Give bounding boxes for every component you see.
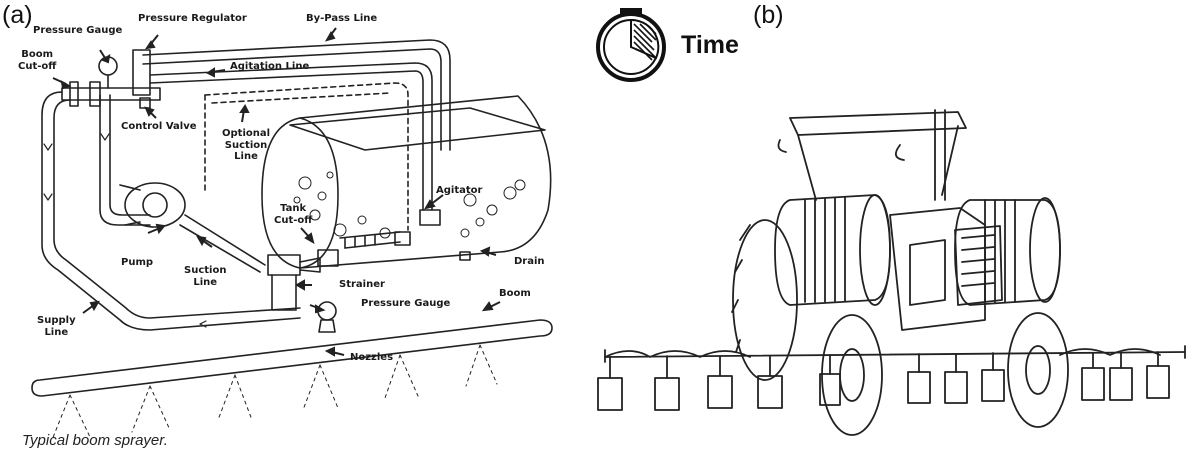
label-nozzles: Nozzles — [350, 352, 394, 363]
nozzles-spray — [51, 344, 498, 441]
label-arrows — [52, 27, 501, 357]
front-wheel-right — [1007, 312, 1069, 428]
panel-a-boom-sprayer-diagram: (a) Pressure Gauge Pressure Regulator By… — [0, 0, 590, 457]
agitation-bubbles — [293, 171, 526, 239]
label-suction-line: Suction Line — [184, 265, 227, 288]
strainer — [267, 254, 321, 311]
pump-line — [99, 94, 266, 273]
bypass-line — [142, 39, 451, 151]
tractor-hood — [889, 207, 1003, 331]
label-pressure-gauge-top: Pressure Gauge — [33, 25, 123, 36]
agitation-line — [149, 62, 441, 226]
label-supply-line: Supply Line — [37, 315, 76, 338]
label-agitation-line: Agitation Line — [230, 61, 310, 72]
tractor-illustration — [596, 8, 1186, 436]
exhaust-pipe — [934, 109, 946, 201]
label-strainer: Strainer — [339, 279, 385, 290]
stopwatch-icon — [596, 8, 666, 82]
sprayer-boom — [604, 345, 1186, 363]
drain — [459, 251, 471, 261]
boom — [31, 319, 553, 397]
label-pump: Pump — [121, 257, 154, 268]
label-pressure-gauge-bottom: Pressure Gauge — [361, 298, 451, 309]
tank — [261, 95, 552, 269]
label-tank-cutoff: Tank Cut-off — [274, 203, 313, 226]
label-drain: Drain — [514, 256, 545, 267]
right-tank — [954, 197, 1061, 306]
panel-b-label: (b) — [753, 1, 784, 29]
label-optional-suction-line: Optional Suction Line — [222, 128, 271, 162]
flow-arrows — [43, 133, 207, 328]
label-bypass-line: By-Pass Line — [306, 13, 378, 24]
rear-wheel — [731, 219, 798, 381]
tank-cutoff-valve — [317, 249, 339, 267]
label-pressure-regulator: Pressure Regulator — [138, 13, 247, 24]
front-wheel-left — [821, 314, 883, 436]
panel-b-tractor-sprayer: (b) Time — [590, 0, 1200, 457]
time-label: Time — [681, 31, 739, 59]
sprayer-schematic — [31, 27, 553, 441]
label-boom: Boom — [499, 288, 531, 299]
optional-suction-line — [204, 82, 409, 231]
left-tank — [774, 194, 891, 306]
panel-a-label: (a) — [2, 1, 33, 29]
label-agitator: Agitator — [436, 185, 483, 196]
label-boom-cutoff: Boom Cut-off — [18, 49, 57, 72]
label-control-valve: Control Valve — [121, 121, 197, 132]
pump — [119, 182, 186, 228]
spray-cups — [597, 351, 1170, 411]
lower-pressure-gauge — [317, 301, 337, 333]
control-manifold — [61, 49, 161, 109]
agitator — [339, 231, 411, 249]
figure-caption: Typical boom sprayer. — [22, 432, 168, 449]
supply-line — [41, 91, 301, 331]
canopy — [777, 111, 967, 201]
